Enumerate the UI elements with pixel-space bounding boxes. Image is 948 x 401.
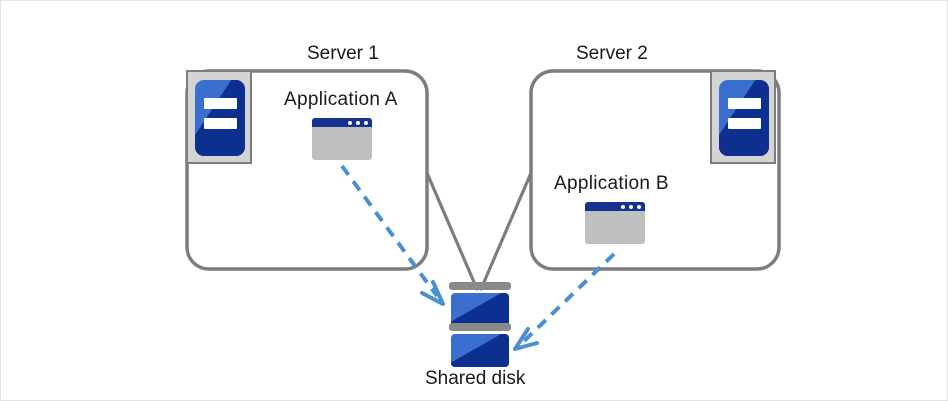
server-2-title: Server 2 (576, 43, 648, 64)
disk-cap (449, 323, 511, 331)
application-a-label: Application A (284, 89, 398, 110)
server-bar-2 (728, 118, 761, 129)
disk-body (451, 334, 509, 367)
server-bar-2 (204, 118, 237, 129)
application-a-access-arrow (340, 164, 445, 306)
window-dot-3 (637, 205, 641, 209)
window-titlebar (585, 202, 645, 211)
server-chip (719, 80, 769, 156)
server-chip (195, 80, 245, 156)
server-1-to-disk-connector (425, 171, 479, 291)
disk-stack-icon-upper[interactable] (449, 282, 511, 326)
window-dot-2 (356, 121, 360, 125)
server-2-to-disk-connector (479, 171, 533, 291)
disk-stack-icon-lower[interactable] (449, 323, 511, 367)
window-dot-3 (364, 121, 368, 125)
window-dot-1 (348, 121, 352, 125)
window-dot-2 (629, 205, 633, 209)
server-icon (186, 70, 252, 164)
disk-cap (449, 282, 511, 290)
server-bar-1 (728, 98, 761, 109)
shared-disk-label: Shared disk (425, 368, 526, 389)
server-bar-1 (204, 98, 237, 109)
application-window-icon-a[interactable] (312, 118, 372, 160)
server-icon (710, 70, 776, 164)
disk-body (451, 293, 509, 326)
application-window-icon-b[interactable] (585, 202, 645, 244)
server-1-title: Server 1 (307, 43, 379, 64)
window-dot-1 (621, 205, 625, 209)
window-titlebar (312, 118, 372, 127)
application-b-label: Application B (554, 173, 669, 194)
application-b-access-arrow (513, 252, 616, 351)
